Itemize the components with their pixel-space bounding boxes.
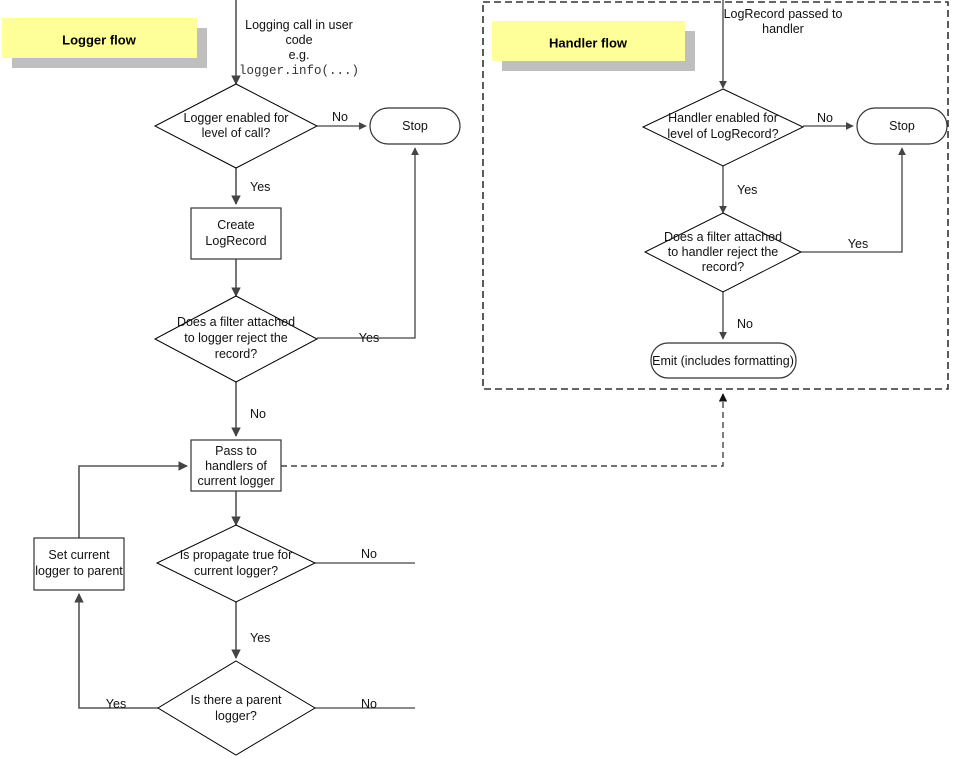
decision-propagate[interactable] [155, 524, 317, 603]
decision-logger-enabled-label-line1: Logger enabled for [184, 111, 289, 125]
terminator-stop-logger[interactable] [369, 107, 461, 145]
note-logging-call-line2: code [285, 33, 312, 47]
decision-logger-enabled-label-line2: level of call? [202, 126, 271, 140]
terminator-emit-label: Emit (includes formatting) [652, 354, 794, 368]
decision-logger-enabled[interactable] [153, 83, 319, 169]
decision-handler-filter-label-line1: Does a filter attached [664, 230, 782, 244]
decision-logger-filter[interactable] [153, 295, 319, 383]
terminator-stop-handler[interactable] [856, 107, 948, 145]
note-logrecord-passed-line2: handler [762, 22, 804, 36]
handler-flow-group-box [482, 1, 949, 390]
process-pass-to-handlers-label-line1: Pass to [215, 444, 257, 458]
handler-flow-title-label: Handler flow [549, 35, 628, 50]
logger-flow-title-label: Logger flow [62, 32, 137, 47]
decision-propagate-label-line2: current logger? [194, 564, 278, 578]
terminator-stop-logger-label: Stop [402, 119, 428, 133]
decision-logger-filter-label-line1: Does a filter attached [177, 315, 295, 329]
process-set-parent-label-line1: Set current [48, 548, 110, 562]
edge-label-parent-no: No [361, 697, 377, 711]
decision-handler-enabled[interactable] [641, 88, 805, 167]
terminator-emit[interactable] [650, 342, 797, 379]
decision-handler-filter-label-line3: record? [702, 260, 744, 274]
process-create-logrecord[interactable] [190, 207, 282, 260]
edge-label-propagate-no: No [361, 547, 377, 561]
edge-label-handler-enabled-yes: Yes [737, 183, 757, 197]
note-logging-call-line1: Logging call in user [245, 18, 353, 32]
edge-label-handler-enabled-no: No [817, 111, 833, 125]
edge-label-handler-filter-no: No [737, 317, 753, 331]
decision-parent-logger-label-line2: logger? [215, 709, 257, 723]
decision-logger-filter-label-line2: to logger reject the [184, 331, 288, 345]
process-set-current-logger-to-parent[interactable] [33, 537, 125, 591]
handler-flow-title-box [492, 21, 685, 61]
edge-set-parent-to-pass [78, 461, 188, 538]
process-pass-to-handlers-label-line3: current logger [197, 474, 274, 488]
decision-handler-filter[interactable] [643, 212, 803, 293]
note-logging-call-line3: e.g. [289, 48, 310, 62]
decision-handler-enabled-label-line1: Handler enabled for [668, 111, 778, 125]
process-create-logrecord-label-line2: LogRecord [205, 234, 266, 248]
note-logging-call-code: logger.info(...) [239, 64, 359, 78]
process-pass-to-handlers[interactable] [190, 439, 282, 492]
process-set-parent-label-line2: logger to parent [35, 564, 123, 578]
edge-label-logger-enabled-no: No [332, 110, 348, 124]
edge-label-logger-filter-yes: Yes [359, 331, 379, 345]
edge-label-parent-yes: Yes [106, 697, 126, 711]
edge-label-propagate-yes: Yes [250, 631, 270, 645]
decision-handler-filter-label-line2: to handler reject the [668, 245, 779, 259]
edge-label-handler-filter-yes: Yes [848, 237, 868, 251]
edge-label-logger-enabled-yes: Yes [250, 180, 270, 194]
edge-handler-filter-yes-to-stop [801, 147, 906, 253]
decision-parent-logger-label-line1: Is there a parent [190, 693, 282, 707]
decision-handler-enabled-label-line2: level of LogRecord? [667, 127, 778, 141]
decision-propagate-label-line1: Is propagate true for [180, 548, 293, 562]
note-logrecord-passed-line1: LogRecord passed to [724, 7, 843, 21]
decision-logger-filter-label-line3: record? [215, 347, 257, 361]
decision-parent-logger[interactable] [157, 660, 316, 756]
process-create-logrecord-label-line1: Create [217, 218, 255, 232]
process-pass-to-handlers-label-line2: handlers of [205, 459, 267, 473]
terminator-stop-handler-label: Stop [889, 119, 915, 133]
logger-flow-title-box [2, 18, 197, 58]
edge-parent-yes-to-set-parent [74, 593, 158, 709]
edge-label-logger-filter-no: No [250, 407, 266, 421]
edge-logger-filter-yes-to-stop [317, 147, 419, 339]
edge-pass-to-handler-flow-dashed [281, 393, 728, 467]
